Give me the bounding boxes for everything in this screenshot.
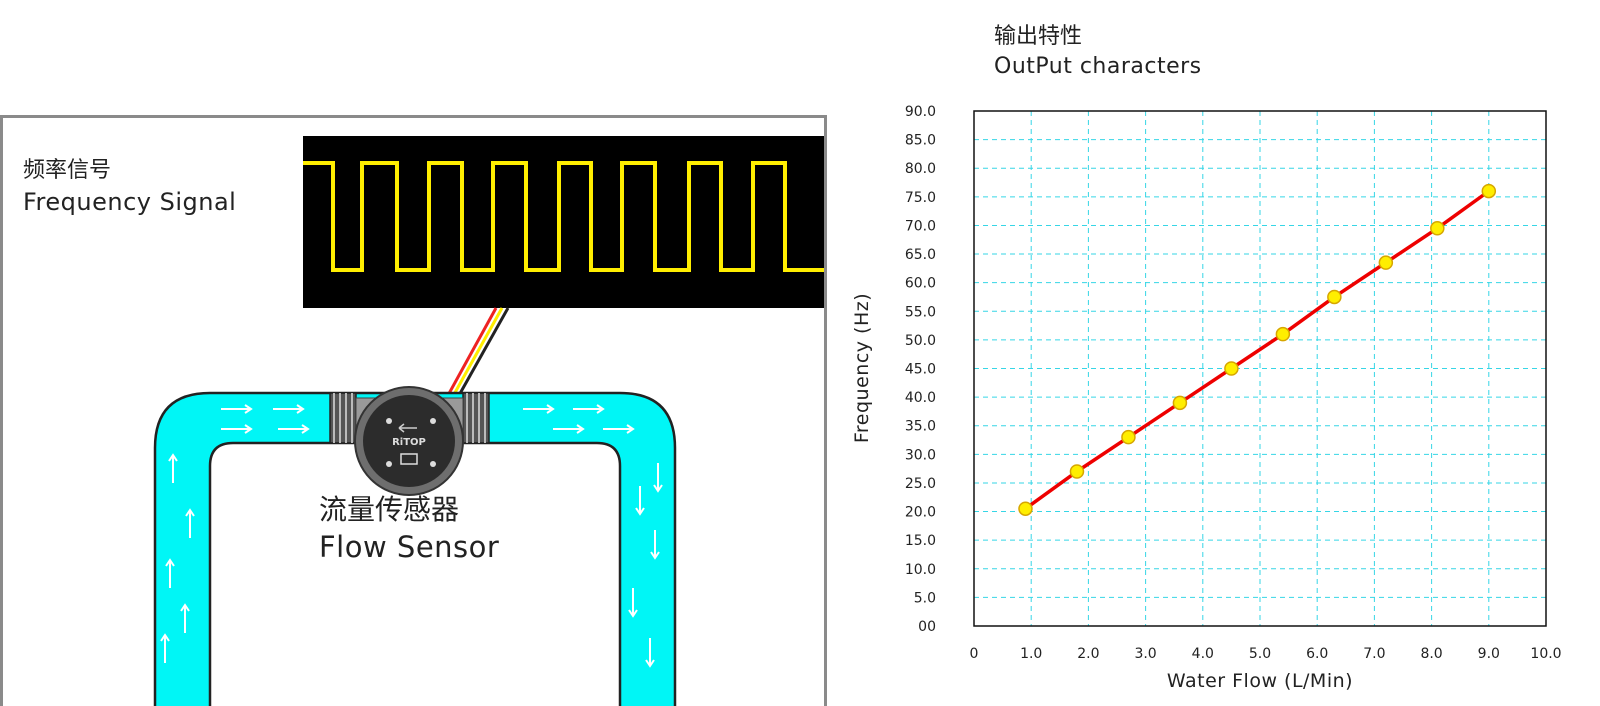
flow-arrow-icon [185,508,195,538]
y-tick-label: 45.0 [905,362,936,378]
diagram-graphics: RiTOP [153,136,824,706]
x-tick-label: 10.0 [1530,646,1561,662]
x-axis-label: Water Flow (L/Min) [1167,670,1353,692]
water-pipe [153,391,677,706]
x-tick-label: 0 [970,646,979,662]
data-point [1172,395,1188,411]
y-tick-label: 20.0 [905,505,936,521]
series-line [1024,189,1490,511]
output-characteristics-chart: 0 1.0 2.0 3.0 4.0 5.0 6.0 7.0 8.0 9.0 10.0 00 5.0 10.… [851,104,1562,692]
x-tick-label: 3.0 [1134,646,1156,662]
x-tick-label: 1.0 [1020,646,1042,662]
x-tick-label: 9.0 [1478,646,1500,662]
flow-sensor-label-en: Flow Sensor [319,530,500,564]
y-tick-label: 85.0 [905,133,936,149]
flow-arrow-icon [628,588,638,618]
chart-grid [974,111,1546,626]
x-tick-label: 7.0 [1363,646,1385,662]
x-tick-label: 8.0 [1420,646,1442,662]
square-wave-signal [303,161,824,272]
y-tick-label: 30.0 [905,447,936,463]
flow-arrow-icon [221,424,253,434]
flow-arrow-icon [645,638,655,668]
y-tick-label: 35.0 [905,419,936,435]
y-tick-label: 15.0 [905,533,936,549]
data-point [1121,429,1136,445]
chart-title-en: OutPut characters [994,54,1202,79]
frequency-signal-label-en: Frequency Signal [23,188,237,216]
flow-sensor-label-zh: 流量传感器 [319,493,460,526]
y-tick-label: 60.0 [905,276,936,292]
x-tick-label: 6.0 [1306,646,1328,662]
data-point [1275,326,1291,342]
y-tick-label: 70.0 [905,218,936,234]
flow-arrow-icon [165,558,175,588]
threaded-fitting-left [329,392,357,444]
flow-arrow-icon [278,424,310,434]
chart-plot-frame [973,110,1547,627]
flow-arrow-icon [160,633,170,663]
data-point [1430,221,1445,236]
x-tick-label: 5.0 [1249,646,1271,662]
data-point [1481,183,1497,199]
y-tick-label: 75.0 [905,190,936,206]
flow-arrow-icon [573,404,605,414]
x-tick-label: 2.0 [1077,646,1099,662]
flow-sensor-device: RiTOP [354,386,464,496]
y-tick-label: 10.0 [905,562,936,578]
x-tick-label: 4.0 [1192,646,1214,662]
flow-arrows [160,404,663,668]
y-tick-label: 65.0 [905,247,936,263]
flow-arrow-icon [180,603,190,633]
data-point [1069,464,1085,479]
frequency-signal-label-zh: 频率信号 [23,158,112,183]
flow-arrow-icon [653,463,663,493]
data-point [1224,361,1239,376]
flow-arrow-icon [650,530,660,560]
y-axis-label: Frequency (Hz) [851,293,873,443]
y-tick-label: 90.0 [905,104,936,120]
flow-arrow-icon [553,424,585,434]
y-tick-label: 40.0 [905,390,936,406]
y-tick-label: 80.0 [905,161,936,177]
data-point [1378,255,1394,270]
flow-sensor-diagram-panel: 频率信号 Frequency Signal [0,115,827,706]
y-tick-label: 50.0 [905,333,936,349]
flow-arrow-icon [221,404,253,414]
sensor-brand-label: RiTOP [392,437,426,448]
y-tick-label: 55.0 [905,304,936,320]
y-tick-label: 00 [918,619,936,635]
flow-arrow-icon [523,404,555,414]
flow-arrow-icon [273,404,305,414]
flow-direction-icon [398,423,417,433]
y-tick-label: 5.0 [914,590,936,606]
chart-title-zh: 输出特性 [994,24,1083,49]
flow-arrow-icon [168,453,178,483]
data-point [1018,501,1033,516]
y-tick-label: 25.0 [905,476,936,492]
flow-arrow-icon [603,424,635,434]
flow-arrow-icon [635,486,645,516]
threaded-fitting-right [462,392,490,444]
data-point [1327,289,1342,305]
